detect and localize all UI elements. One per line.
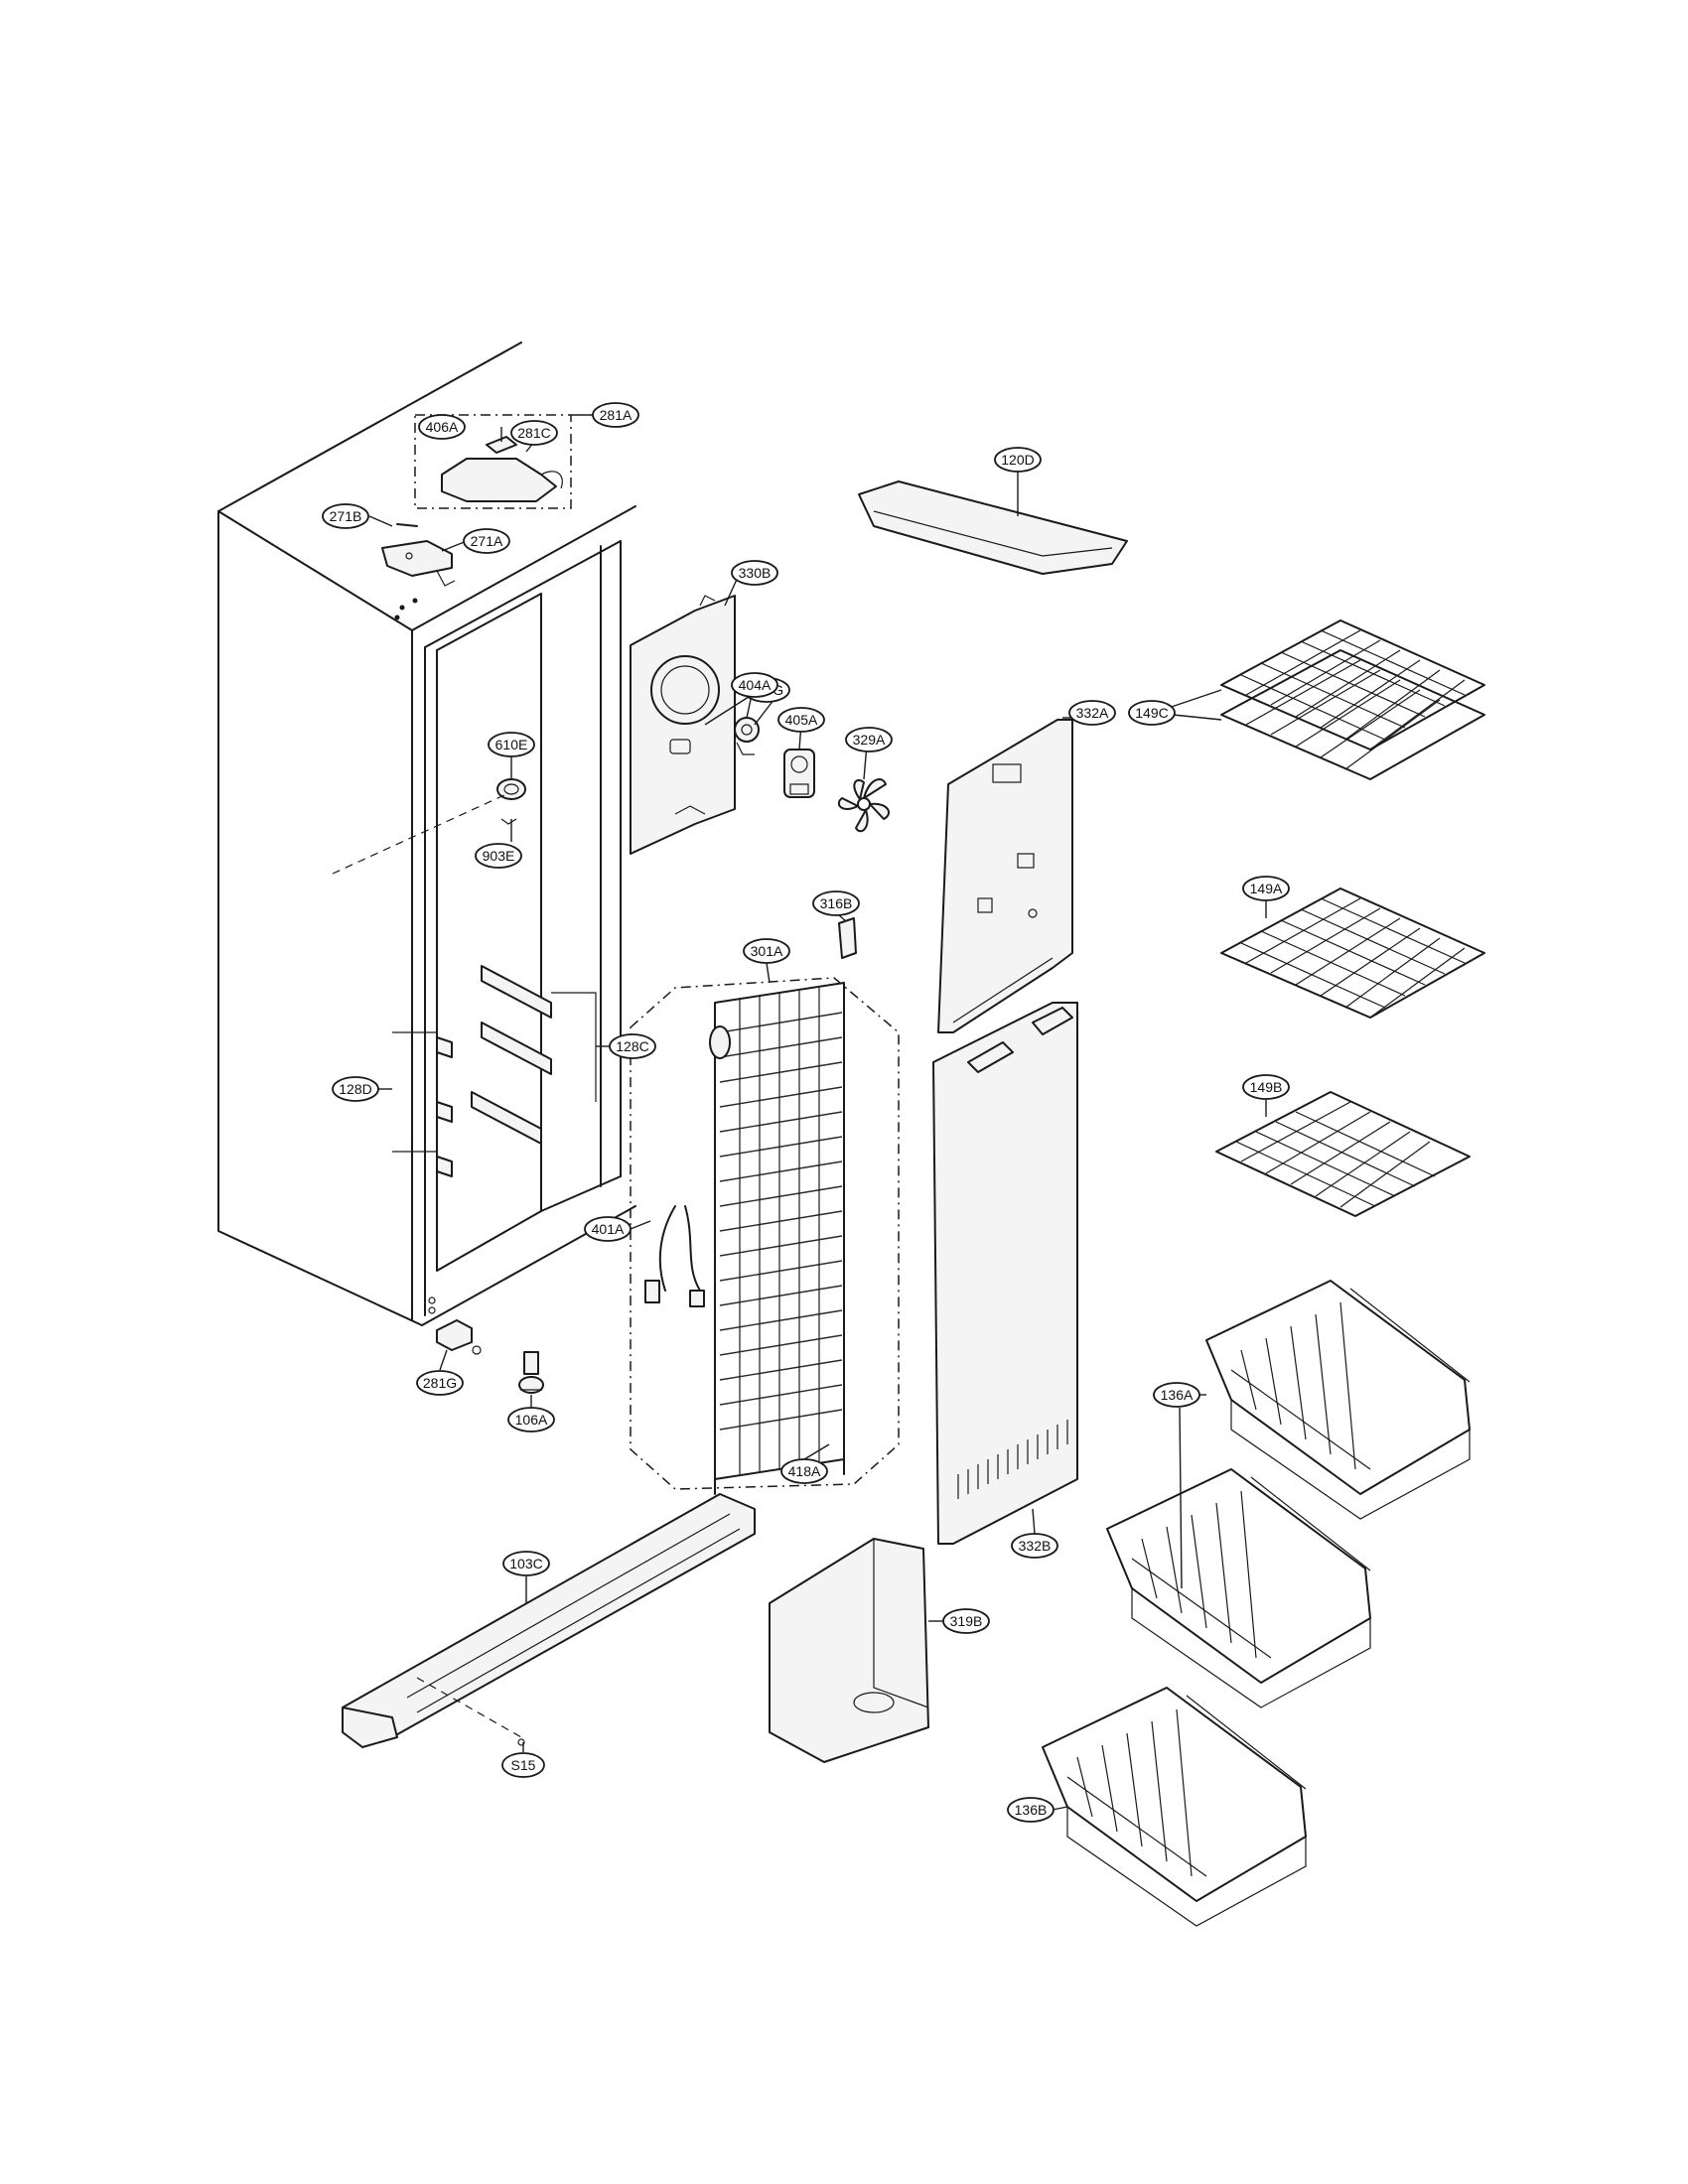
svg-text:301A: 301A [751,943,783,959]
svg-text:S15: S15 [511,1757,536,1773]
svg-text:281C: 281C [517,425,550,441]
leader-lines [368,414,1267,1811]
fan-shroud [630,595,736,855]
leveling-leg [518,1351,544,1394]
svg-text:332B: 332B [1019,1538,1052,1554]
callout-903E: 903E [475,843,522,869]
wire-basket-upper [1205,1280,1471,1520]
callout-149A: 149A [1242,876,1290,901]
wire-shelf-lower [1215,1091,1471,1217]
svg-text:128D: 128D [339,1081,371,1097]
svg-text:319B: 319B [950,1613,983,1629]
callout-281C: 281C [510,420,558,446]
drain-pan-duct [769,1538,929,1763]
fan-motor-bracket [783,749,815,798]
callout-128C: 128C [609,1033,656,1059]
wire-basket-middle [1106,1468,1371,1708]
svg-text:106A: 106A [515,1412,548,1428]
callout-329A: 329A [845,727,893,752]
base-grille [342,1493,756,1748]
callout-401A: 401A [584,1216,632,1242]
callout-128D: 128D [332,1076,379,1102]
svg-text:281G: 281G [423,1375,457,1391]
callout-149C: 149C [1128,700,1176,726]
svg-text:281A: 281A [600,407,633,423]
callout-405A: 405A [777,707,825,733]
callout-120D: 120D [994,447,1042,473]
callout-271B: 271B [322,503,369,529]
wire-shelf-upper [1220,619,1485,780]
callout-271A: 271A [463,528,510,554]
svg-text:406A: 406A [426,419,459,435]
callout-404A: 404A [731,672,778,698]
svg-text:404A: 404A [739,677,772,693]
callout-106A: 106A [507,1407,555,1433]
svg-text:271A: 271A [471,533,503,549]
evaporator-coils [719,988,843,1474]
vent-slots [957,1420,1068,1499]
callout-332B: 332B [1011,1533,1058,1559]
svg-text:149C: 149C [1135,705,1168,721]
callout-301A: 301A [743,938,790,964]
callout-316B: 316B [812,890,860,916]
svg-text:136B: 136B [1015,1802,1048,1818]
fan-blade [837,778,890,833]
svg-text:332A: 332A [1076,705,1109,721]
callout-332A: 332A [1068,700,1116,726]
svg-text:405A: 405A [785,712,818,728]
shelf-support-rails [392,965,597,1177]
air-duct-cover [858,480,1128,575]
evaporator-cover-lower [932,1002,1078,1545]
callout-319B: 319B [942,1608,990,1634]
callout-406A: 406A [418,414,466,440]
callout-418A: 418A [780,1458,828,1484]
defrost-heater-harness [644,1205,705,1307]
callout-136A: 136A [1153,1382,1200,1408]
svg-text:103C: 103C [509,1556,542,1571]
svg-text:128C: 128C [616,1038,648,1054]
svg-text:149B: 149B [1250,1079,1283,1095]
svg-text:903E: 903E [483,848,515,864]
callout-149B: 149B [1242,1074,1290,1100]
callout-S15: S15 [501,1752,545,1778]
svg-text:418A: 418A [788,1463,821,1479]
svg-text:136A: 136A [1161,1387,1194,1403]
svg-text:120D: 120D [1001,452,1034,468]
wire-shelf-middle [1220,887,1485,1019]
upper-hinge-bracket [381,523,456,587]
evaporator-cover-upper [937,719,1073,1033]
svg-text:271B: 271B [330,508,362,524]
sensor-pad [838,917,857,959]
callout-103C: 103C [502,1551,550,1576]
callout-330B: 330B [731,560,778,586]
svg-text:401A: 401A [592,1221,625,1237]
callout-136B: 136B [1007,1797,1055,1823]
wire-basket-lower [1042,1687,1307,1927]
callout-610E: 610E [488,732,535,757]
lower-hinge [436,1319,482,1355]
top-hinge-cover-assembly [414,414,572,509]
callout-281G: 281G [416,1370,464,1396]
evaporator-assembly [630,977,900,1495]
callout-281A: 281A [592,402,639,428]
svg-text:149A: 149A [1250,881,1283,896]
refrigerator-cabinet [217,341,636,1326]
svg-text:316B: 316B [820,895,853,911]
svg-text:610E: 610E [495,737,528,752]
svg-text:330B: 330B [739,565,772,581]
svg-text:329A: 329A [853,732,886,748]
